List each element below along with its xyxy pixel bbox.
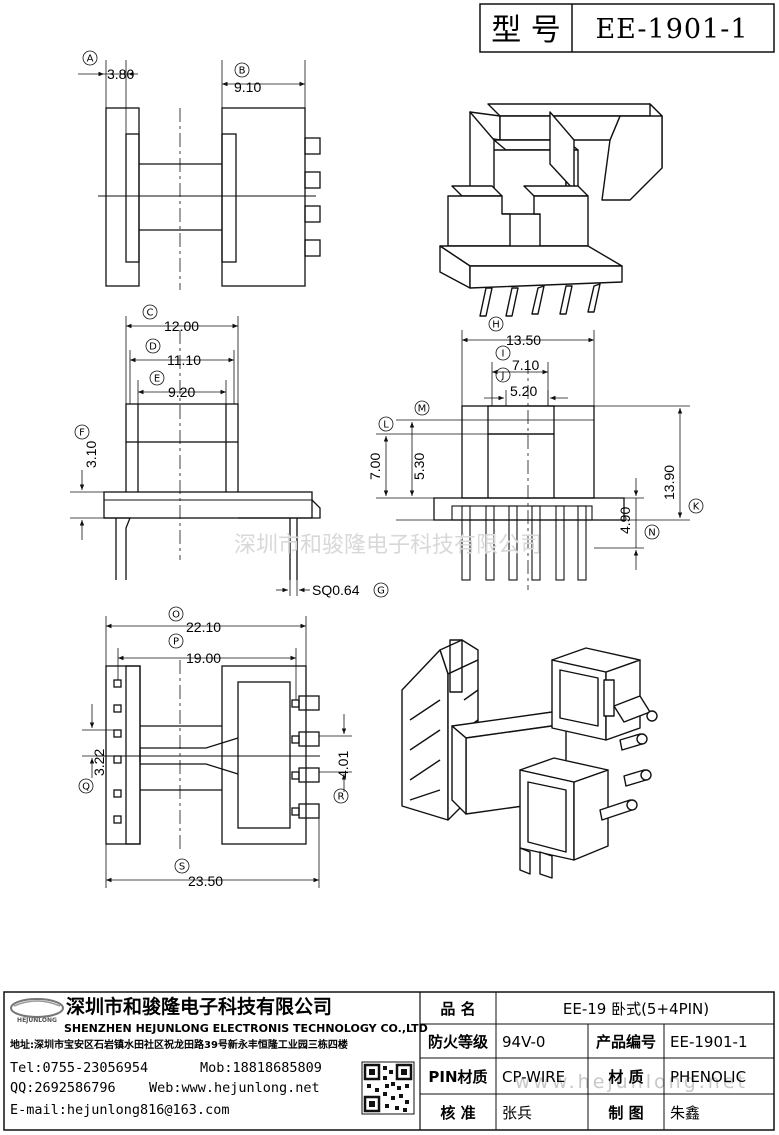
dim-j: J 5.20 — [495, 367, 537, 399]
spec-fire-label: 防火等级 — [428, 1033, 489, 1051]
model-number: EE-1901-1 — [595, 14, 748, 45]
svg-text:19.00: 19.00 — [186, 650, 221, 666]
dim-m: M 5.30 — [411, 400, 430, 480]
spec-mat-value: PHENOLIC — [670, 1068, 746, 1086]
dim-g: SQ0.64 G — [312, 582, 389, 598]
svg-text:7.00: 7.00 — [367, 453, 383, 480]
spec-name-label: 品 名 — [440, 1000, 475, 1018]
dim-a: A 3.80 — [82, 50, 134, 82]
svg-text:12.00: 12.00 — [164, 318, 199, 334]
svg-text:C: C — [147, 308, 154, 319]
company-logo: HEJUNLONG — [10, 998, 64, 1024]
spec-code-value: EE-1901-1 — [670, 1033, 748, 1051]
spec-pin-value: CP-WIRE — [502, 1068, 565, 1086]
svg-text:S: S — [179, 862, 185, 873]
front-view-left — [70, 316, 321, 596]
svg-text:3.10: 3.10 — [83, 441, 99, 468]
svg-text:5.20: 5.20 — [510, 383, 537, 399]
dim-e: E 9.20 — [149, 370, 195, 400]
company-web: Web:www.hejunlong.net — [149, 1080, 320, 1096]
svg-text:H: H — [492, 320, 500, 331]
dim-n: 4.90 N — [617, 507, 660, 540]
svg-text:3.80: 3.80 — [107, 66, 134, 82]
svg-text:P: P — [173, 637, 179, 648]
svg-text:SQ0.64: SQ0.64 — [312, 582, 360, 598]
model-header: 型 号 EE-1901-1 — [479, 3, 775, 53]
model-label: 型 号 — [491, 13, 561, 48]
spec-code-label: 产品编号 — [596, 1033, 656, 1051]
dim-p: P 19.00 — [168, 633, 221, 666]
spec-review-value: 张兵 — [502, 1104, 532, 1122]
svg-text:5.30: 5.30 — [411, 453, 427, 480]
title-block — [3, 991, 775, 1131]
company-tel: Tel:0755-23056954 — [10, 1060, 148, 1076]
svg-text:G: G — [377, 586, 385, 597]
spec-mat-label: 材 质 — [608, 1068, 643, 1086]
dim-i: I 7.10 — [495, 345, 539, 373]
dim-d: D 11.10 — [145, 338, 201, 368]
company-name-en: SHENZHEN HEJUNLONG ELECTRONIS TECHNOLOGY… — [64, 1022, 428, 1035]
svg-text:7.10: 7.10 — [512, 357, 539, 373]
dim-h: H 13.50 — [488, 316, 541, 348]
company-address: 地址:深圳市宝安区石岩镇水田社区祝龙田路39号新永丰恒隆工业园三栋四楼 — [10, 1038, 348, 1051]
dim-s: S 23.50 — [174, 858, 223, 889]
spec-name-value: EE-19 卧式(5+4PIN) — [563, 1000, 709, 1018]
isometric-view-top — [439, 103, 663, 317]
dim-q: 3.22 Q — [78, 749, 107, 794]
svg-text:A: A — [87, 54, 94, 65]
svg-text:K: K — [693, 502, 700, 513]
svg-text:E: E — [154, 374, 160, 385]
dim-c: C 12.00 — [142, 304, 199, 334]
dim-b: B 9.10 — [234, 62, 261, 95]
svg-text:22.10: 22.10 — [186, 619, 221, 635]
svg-text:4.90: 4.90 — [617, 507, 633, 534]
watermark-text: 深圳市和骏隆电子科技有限公司 — [234, 533, 542, 558]
svg-text:9.20: 9.20 — [168, 384, 195, 400]
svg-text:D: D — [149, 342, 157, 353]
watermark-url: www.hejunlong.net — [515, 1071, 748, 1093]
svg-text:I: I — [502, 349, 505, 360]
svg-text:B: B — [239, 66, 246, 77]
svg-text:3.22: 3.22 — [91, 749, 107, 776]
svg-text:23.50: 23.50 — [188, 873, 223, 889]
svg-text:L: L — [383, 420, 389, 431]
svg-text:13.90: 13.90 — [661, 465, 677, 500]
side-view-top — [78, 60, 321, 290]
dim-o: O 22.10 — [168, 606, 221, 635]
svg-text:13.50: 13.50 — [506, 332, 541, 348]
svg-text:11.10: 11.10 — [167, 352, 201, 368]
dim-f: F 3.10 — [74, 424, 99, 468]
svg-text:J: J — [501, 371, 505, 382]
svg-text:R: R — [338, 792, 345, 803]
spec-fire-value: 94V-0 — [502, 1033, 545, 1051]
svg-text:Q: Q — [82, 782, 90, 793]
bottom-view — [82, 616, 352, 888]
svg-text:N: N — [648, 528, 655, 539]
company-mob: Mob:18818685809 — [200, 1060, 322, 1076]
qr-code-icon — [361, 1061, 415, 1115]
svg-text:HEJUNLONG: HEJUNLONG — [17, 1017, 57, 1024]
company-email: E-mail:hejunlong816@163.com — [10, 1102, 229, 1118]
company-name-cn: 深圳市和骏隆电子科技有限公司 — [66, 995, 332, 1018]
front-view-right — [376, 330, 690, 590]
svg-text:M: M — [418, 404, 427, 415]
spec-draw-label: 制 图 — [608, 1104, 643, 1122]
company-qq: QQ:2692586796 — [10, 1080, 116, 1096]
svg-text:O: O — [172, 610, 180, 621]
svg-text:4.01: 4.01 — [335, 751, 351, 778]
dim-l: L 7.00 — [367, 416, 394, 480]
spec-pin-label: PIN材质 — [428, 1068, 487, 1086]
dim-k: 13.90 K — [661, 465, 704, 514]
isometric-view-bottom — [401, 639, 658, 879]
spec-review-label: 核 准 — [440, 1104, 475, 1122]
svg-text:F: F — [79, 428, 85, 439]
svg-text:9.10: 9.10 — [234, 79, 261, 95]
dim-r: 4.01 R — [333, 751, 351, 804]
spec-draw-value: 朱鑫 — [670, 1104, 700, 1122]
